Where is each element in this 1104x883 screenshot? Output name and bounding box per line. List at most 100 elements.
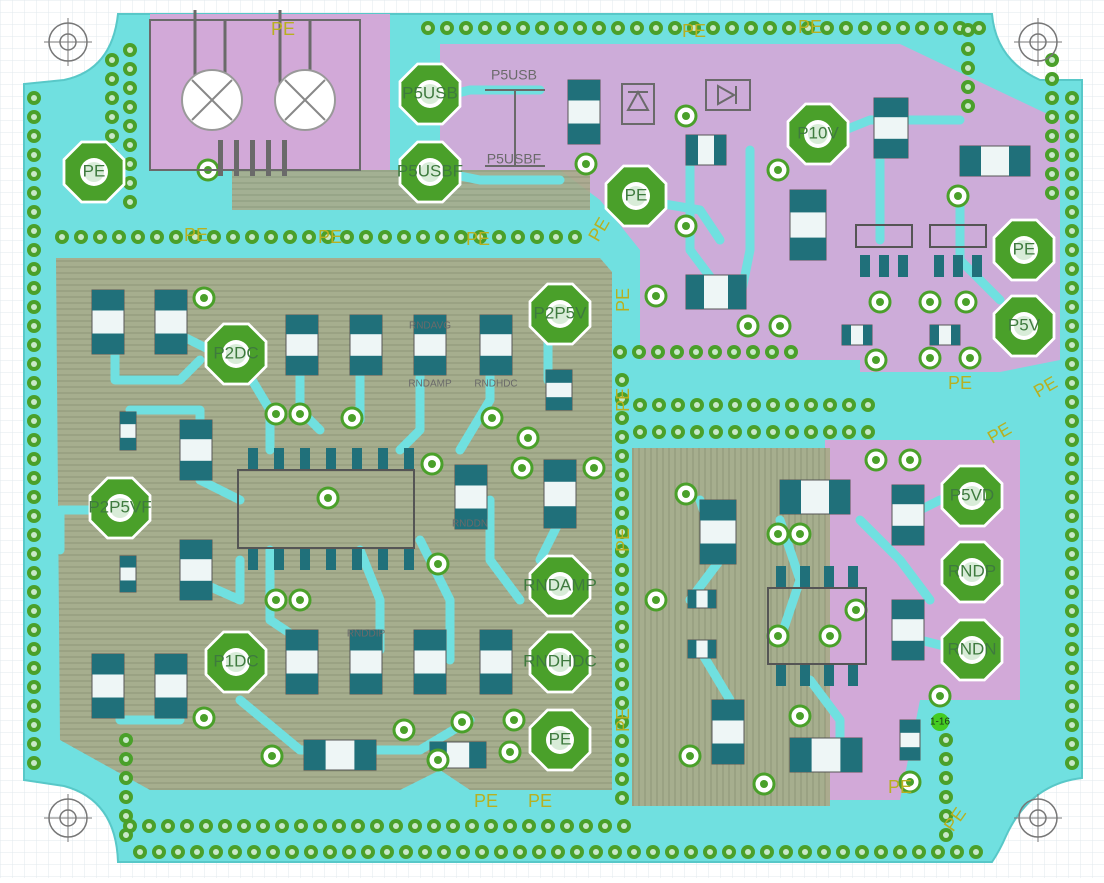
via[interactable] xyxy=(288,402,312,426)
via-highlight[interactable]: 1-16 xyxy=(930,713,950,731)
via[interactable] xyxy=(498,740,522,764)
smd-resistor[interactable] xyxy=(413,629,447,695)
test-point-p1dc[interactable]: P1DC xyxy=(204,630,268,694)
smd-resistor[interactable] xyxy=(479,314,513,376)
smd-resistor[interactable] xyxy=(929,324,961,346)
via[interactable] xyxy=(864,348,888,372)
smd-resistor[interactable] xyxy=(699,499,737,565)
smd-resistor[interactable] xyxy=(349,314,383,376)
via[interactable] xyxy=(316,486,340,510)
via[interactable] xyxy=(392,718,416,742)
via[interactable] xyxy=(918,290,942,314)
smd-resistor[interactable] xyxy=(789,737,863,773)
via[interactable] xyxy=(678,744,702,768)
via[interactable] xyxy=(868,290,892,314)
via[interactable] xyxy=(644,588,668,612)
test-point-pe_center[interactable]: PE xyxy=(604,164,668,228)
smd-resistor[interactable] xyxy=(91,289,125,355)
via[interactable] xyxy=(752,772,776,796)
via[interactable] xyxy=(674,214,698,238)
via[interactable] xyxy=(264,402,288,426)
via[interactable] xyxy=(510,456,534,480)
via[interactable] xyxy=(918,346,942,370)
smd-resistor[interactable] xyxy=(179,539,213,601)
smd-resistor[interactable] xyxy=(119,411,137,451)
via[interactable] xyxy=(946,184,970,208)
via[interactable] xyxy=(788,704,812,728)
via[interactable] xyxy=(674,482,698,506)
via[interactable] xyxy=(958,346,982,370)
smd-resistor[interactable] xyxy=(285,629,319,695)
test-point-p5usbf[interactable]: P5USBF xyxy=(397,140,463,204)
smd-resistor[interactable] xyxy=(891,599,925,661)
test-point-p10v[interactable]: P10V xyxy=(786,102,850,166)
via[interactable] xyxy=(844,598,868,622)
via[interactable] xyxy=(954,290,978,314)
smd-resistor[interactable] xyxy=(685,274,747,310)
test-point-pe_left[interactable]: PE xyxy=(62,140,126,204)
diode-icon[interactable] xyxy=(705,79,751,111)
via[interactable] xyxy=(426,552,450,576)
smd-resistor[interactable] xyxy=(779,479,851,515)
smd-resistor[interactable] xyxy=(179,419,213,481)
smd-resistor[interactable] xyxy=(899,719,921,761)
via[interactable] xyxy=(766,522,790,546)
test-point-rndn[interactable]: RNDN xyxy=(940,618,1004,682)
via[interactable] xyxy=(818,624,842,648)
test-point-pe_right[interactable]: PE xyxy=(992,218,1056,282)
sot23-transistor[interactable] xyxy=(929,224,987,277)
smd-resistor[interactable] xyxy=(91,653,125,719)
via[interactable] xyxy=(574,152,598,176)
test-point-p5v[interactable]: P5V xyxy=(992,294,1056,358)
smd-resistor[interactable] xyxy=(545,369,573,411)
test-point-p2p5v[interactable]: P2P5V xyxy=(528,282,592,346)
via[interactable] xyxy=(192,286,216,310)
via[interactable] xyxy=(864,448,888,472)
via[interactable] xyxy=(450,710,474,734)
smd-resistor[interactable] xyxy=(567,79,601,145)
via[interactable] xyxy=(260,744,284,768)
smd-resistor[interactable] xyxy=(454,464,488,530)
via[interactable] xyxy=(420,452,444,476)
test-point-p2dc[interactable]: P2DC xyxy=(204,322,268,386)
smd-resistor[interactable] xyxy=(413,314,447,376)
smd-resistor[interactable] xyxy=(789,189,827,261)
via[interactable] xyxy=(192,706,216,730)
via[interactable] xyxy=(502,708,526,732)
via[interactable] xyxy=(766,158,790,182)
via[interactable] xyxy=(264,588,288,612)
smd-resistor[interactable] xyxy=(285,314,319,376)
smd-resistor[interactable] xyxy=(959,145,1031,177)
via[interactable] xyxy=(340,406,364,430)
smd-resistor[interactable] xyxy=(891,484,925,546)
smd-resistor[interactable] xyxy=(119,555,137,593)
test-point-p2p5vf[interactable]: P2P5VF xyxy=(88,476,152,540)
smd-resistor[interactable] xyxy=(349,629,383,695)
smd-resistor[interactable] xyxy=(711,699,745,765)
via[interactable] xyxy=(480,406,504,430)
smd-resistor[interactable] xyxy=(685,134,727,166)
via[interactable] xyxy=(768,314,792,338)
via[interactable] xyxy=(674,104,698,128)
smd-resistor[interactable] xyxy=(543,459,577,529)
smd-resistor[interactable] xyxy=(873,97,909,159)
via[interactable] xyxy=(736,314,760,338)
smd-resistor[interactable] xyxy=(479,629,513,695)
via[interactable] xyxy=(644,284,668,308)
test-point-p5vd[interactable]: P5VD xyxy=(940,464,1004,528)
smd-resistor[interactable] xyxy=(687,639,717,659)
via[interactable] xyxy=(426,748,450,772)
test-point-pe_bottom[interactable]: PE xyxy=(528,708,592,772)
smd-resistor[interactable] xyxy=(687,589,717,609)
diode-icon[interactable] xyxy=(621,83,655,125)
via[interactable] xyxy=(582,456,606,480)
test-point-p5usb[interactable]: P5USB xyxy=(398,62,462,126)
smd-resistor[interactable] xyxy=(154,653,188,719)
via[interactable] xyxy=(928,684,952,708)
via[interactable] xyxy=(516,426,540,450)
via[interactable] xyxy=(766,624,790,648)
via[interactable] xyxy=(288,588,312,612)
test-point-rndhdc[interactable]: RNDHDC xyxy=(523,630,597,694)
